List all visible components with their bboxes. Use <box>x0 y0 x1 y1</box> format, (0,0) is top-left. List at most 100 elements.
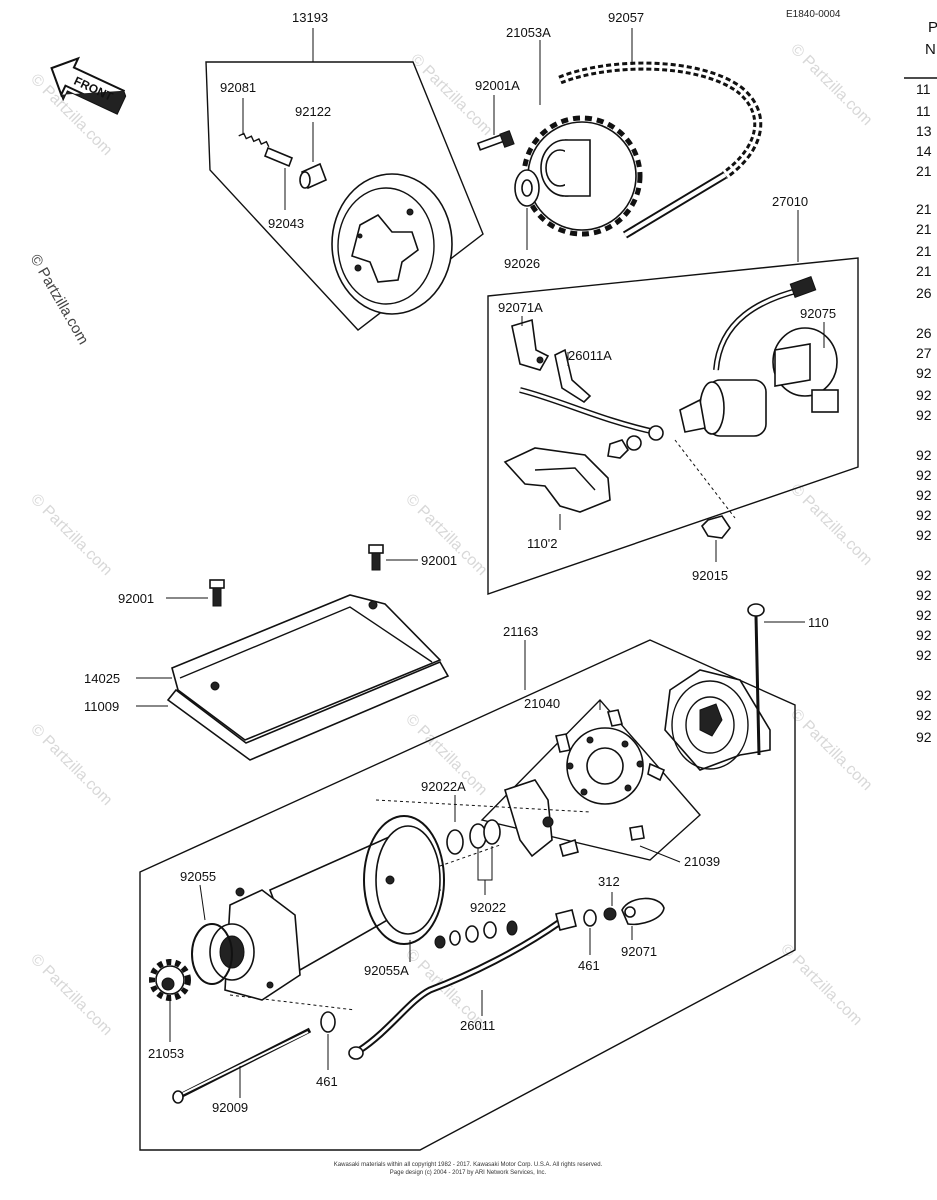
table-row: 92 <box>916 607 932 623</box>
nut-set <box>607 435 642 459</box>
bolt-92001-upper <box>368 544 384 571</box>
table-row: 92 <box>916 467 932 483</box>
part-label-21039: 21039 <box>684 854 720 869</box>
watermark: © Partzilla.com <box>787 706 875 794</box>
bolt-92001-left <box>209 579 225 607</box>
part-label-92022A: 92022A <box>421 779 466 794</box>
table-row: 11 <box>916 103 931 119</box>
part-label-92043: 92043 <box>268 216 304 231</box>
table-row: 13 <box>916 123 932 139</box>
part-label-21163: 21163 <box>503 624 538 639</box>
part-label-461-a: 461 <box>578 958 600 973</box>
part-label-92001-a: 92001 <box>421 553 457 568</box>
table-row: 92 <box>916 587 932 603</box>
part-label-312: 312 <box>598 874 620 889</box>
terminal-hardware <box>434 907 617 949</box>
watermark: © Partzilla.com <box>777 941 865 1029</box>
part-label-27010: 27010 <box>772 194 808 209</box>
part-label-92001-b: 92001 <box>118 591 154 606</box>
starter-clutch-hub <box>331 173 453 315</box>
part-label-92075: 92075 <box>800 306 836 321</box>
part-label-92026: 92026 <box>504 256 540 271</box>
nut-92015 <box>700 515 731 539</box>
starter-motor <box>191 815 445 1001</box>
table-row: 92 <box>916 507 932 523</box>
terminal-92071A <box>511 318 550 371</box>
roller-pin-92043 <box>263 146 294 168</box>
drive-chain-92057 <box>558 61 763 239</box>
table-row: 92 <box>916 527 932 543</box>
watermark: © Partzilla.com <box>27 491 115 579</box>
part-label-92009: 92009 <box>212 1100 248 1115</box>
reference-code: E1840-0004 <box>786 9 841 20</box>
part-label-13193: 13193 <box>292 10 328 25</box>
part-label-461-b: 461 <box>316 1074 338 1089</box>
part-label-92055: 92055 <box>180 869 216 884</box>
washer-92026 <box>514 169 540 207</box>
table-row: 27 <box>916 345 932 361</box>
group-outline-21163 <box>139 639 796 1151</box>
side-watermark: © Partzilla.com <box>27 252 92 348</box>
part-label-21053: 21053 <box>148 1046 184 1061</box>
table-row: 21 <box>916 221 932 237</box>
sprocket-21053A <box>521 115 643 237</box>
part-label-92022: 92022 <box>470 900 506 915</box>
part-label-92081: 92081 <box>220 80 256 95</box>
gasket-11009 <box>166 660 450 761</box>
table-row: 92 <box>916 567 932 583</box>
lead-wire-26011A <box>519 348 664 441</box>
watermark: © Partzilla.com <box>27 951 115 1039</box>
watermark: © Partzilla.com <box>407 51 495 139</box>
table-row: 21 <box>916 163 932 179</box>
group-outline-13193 <box>205 61 484 331</box>
table-row: 14 <box>916 143 932 159</box>
table-row: 92 <box>916 365 932 381</box>
table-row: 92 <box>916 407 932 423</box>
part-label-110: 110 <box>808 615 829 630</box>
part-label-11012: 110'2 <box>527 536 557 551</box>
washer-461-lower <box>320 1011 336 1033</box>
watermark: © Partzilla.com <box>27 721 115 809</box>
table-row: 11 <box>916 81 931 97</box>
table-row: 21 <box>916 263 932 279</box>
terminal-cover-11012 <box>503 447 611 513</box>
group-outline-27010 <box>487 257 859 595</box>
table-row: 92 <box>916 687 932 703</box>
part-label-92001A: 92001A <box>475 78 520 93</box>
part-label-92071: 92071 <box>621 944 657 959</box>
part-label-92057: 92057 <box>608 10 644 25</box>
page-design-line: Page design (c) 2004 - 2017 by ARI Netwo… <box>390 1170 547 1176</box>
part-label-92071A: 92071A <box>498 300 543 315</box>
watermark: © Partzilla.com <box>787 481 875 569</box>
pinion-gear-21053 <box>149 959 191 1001</box>
copyright-line: Kawasaki materials within all copyright … <box>334 1162 603 1168</box>
lead-wire-26011 <box>348 909 577 1060</box>
table-row: 21 <box>916 201 932 217</box>
starter-end-cover <box>664 669 771 771</box>
part-label-92122: 92122 <box>295 104 331 119</box>
parts-table-fragment: P N 111113142121212121262627929292929292… <box>904 19 937 745</box>
part-label-26011: 26011 <box>460 1018 495 1033</box>
table-header-n: N <box>925 41 936 58</box>
table-row: 92 <box>916 707 932 723</box>
table-row: 92 <box>916 627 932 643</box>
through-bolt-92009 <box>172 1027 312 1104</box>
part-label-21053A: 21053A <box>506 25 551 40</box>
table-row: 92 <box>916 387 932 403</box>
terminal-cap-92071 <box>621 897 665 926</box>
table-row: 21 <box>916 243 932 259</box>
spring-92081 <box>238 132 270 148</box>
part-label-14025: 14025 <box>84 671 120 686</box>
table-row: 92 <box>916 487 932 503</box>
table-row: 92 <box>916 447 932 463</box>
part-label-92015: 92015 <box>692 568 728 583</box>
watermark: © Partzilla.com <box>787 41 875 129</box>
part-label-26011A: 26011A <box>568 348 612 363</box>
brush-plate-21039 <box>555 709 666 841</box>
table-row: 26 <box>916 285 932 301</box>
brush-holder <box>504 779 579 858</box>
table-row: 92 <box>916 729 932 745</box>
table-row: 92 <box>916 647 932 663</box>
roller-92122 <box>299 162 328 190</box>
